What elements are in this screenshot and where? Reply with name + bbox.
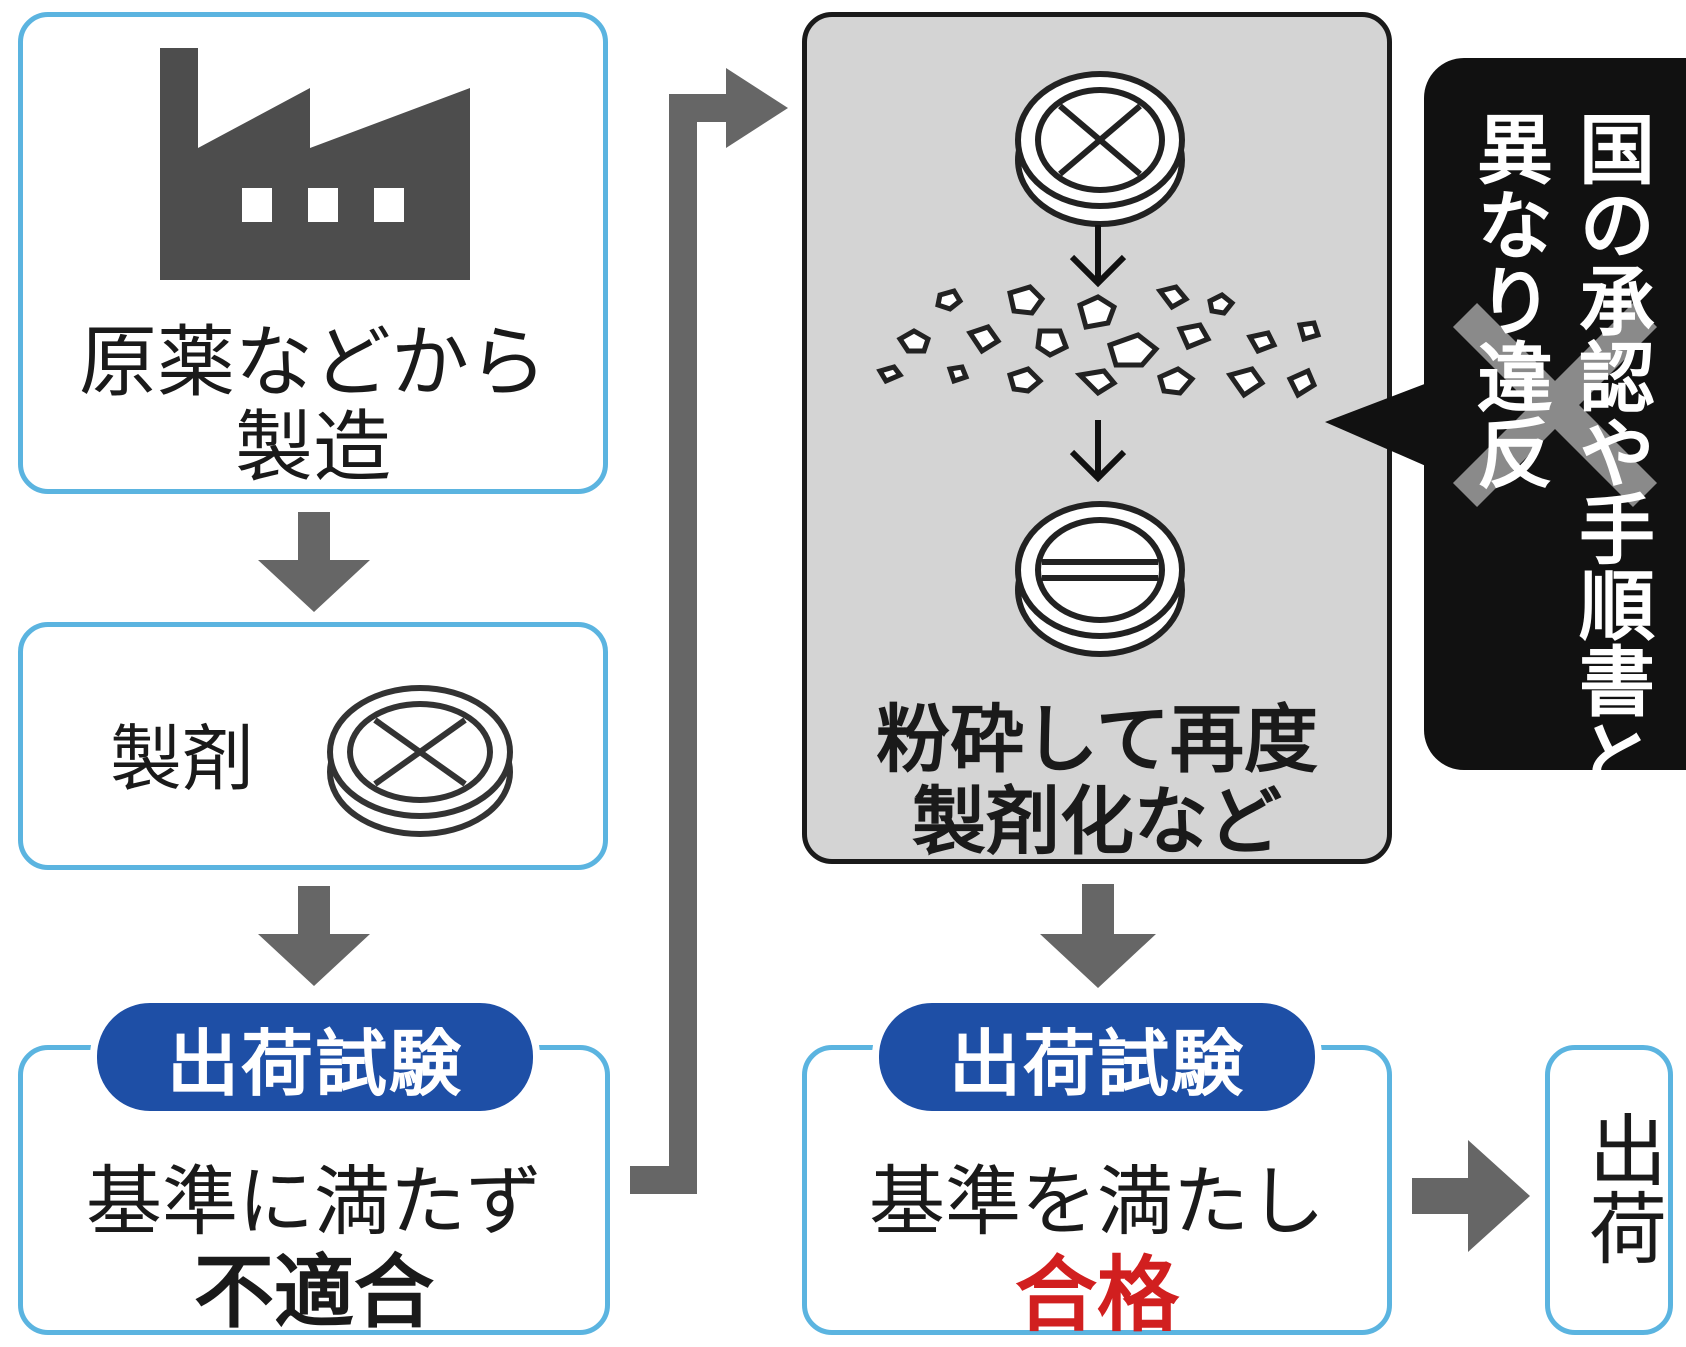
step-manufacture-line1: 原薬などから [78,318,547,408]
arrow-down-icon [258,512,370,612]
step-test-fail-line2: 不適合 [194,1246,434,1339]
callout-text-col1: 国の承認や手順書と [1566,110,1655,794]
tablet-icon [1015,71,1185,227]
shipping-test-badge: 出荷試験 [872,996,1322,1118]
step-test-pass-line2: 合格 [1014,1248,1179,1343]
ship-box [1545,1045,1673,1335]
callout-text-col2: 異なり違反 [1464,110,1553,490]
shipping-test-badge: 出荷試験 [90,996,540,1118]
rework-line1: 粉砕して再度 [876,697,1318,783]
scored-tablet-icon [1015,501,1185,657]
arrow-down-icon [258,886,370,986]
arrow-down-icon [1069,420,1127,483]
step-manufacture-line2: 製造 [234,403,391,493]
step-test-pass-line1: 基準を満たし [869,1157,1325,1246]
step-formulation-label: 製剤 [110,717,255,801]
step-test-fail-line1: 基準に満たず [86,1157,542,1246]
x-cross-icon [1452,302,1658,508]
crushed-powder-icon [876,284,1322,399]
arrow-down-icon [1040,884,1156,988]
ship-label: 出荷 [1576,1110,1666,1266]
arrow-right-icon [1412,1140,1530,1252]
tablet-icon [327,685,513,837]
callout-pointer [1325,380,1435,470]
rework-line2: 製剤化など [912,779,1282,865]
arrow-down-icon [1069,225,1127,288]
factory-icon [160,48,470,280]
